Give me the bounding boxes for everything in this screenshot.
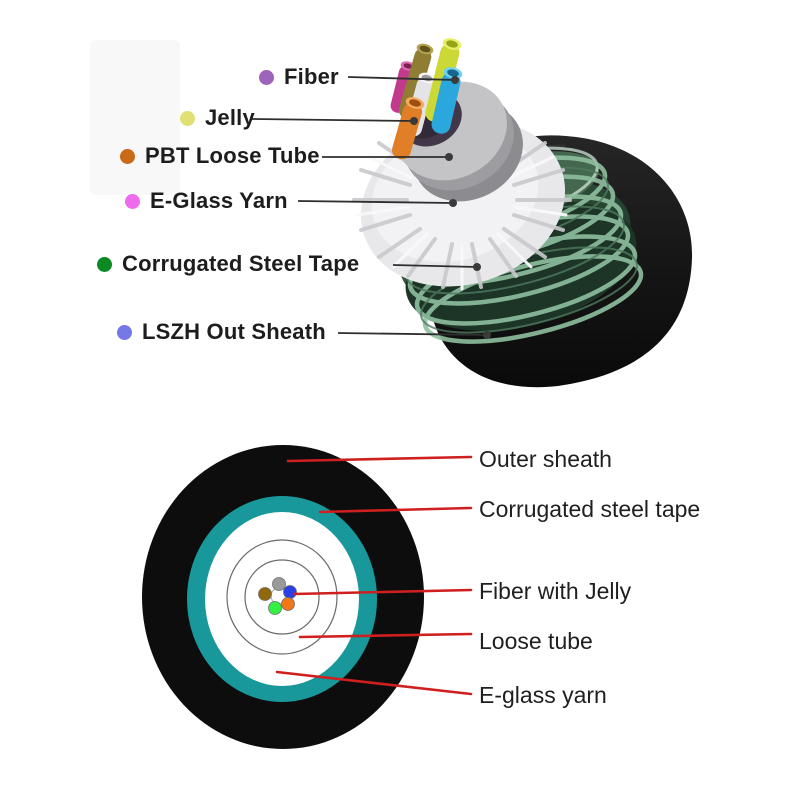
steel-tape-color-dot	[97, 256, 112, 272]
legend-label-pbt-loose-tube: PBT Loose Tube	[145, 143, 320, 168]
label-eglass-yarn: E-glass yarn	[479, 682, 607, 708]
label-loose-tube: Loose tube	[479, 628, 593, 654]
legend-item-jelly: Jelly	[180, 103, 255, 133]
legend-label-fiber: Fiber	[284, 64, 339, 89]
background-artifact	[90, 40, 180, 195]
legend-item-fiber: Fiber	[259, 62, 339, 92]
cross-section-diagram	[142, 445, 424, 749]
cross-fiber-dots	[258, 577, 297, 615]
cable-3d-illustration	[352, 38, 693, 388]
label-outer-sheath: Outer sheath	[479, 446, 612, 472]
lszh-sheath-color-dot	[117, 324, 132, 340]
legend-item-pbt-loose-tube: PBT Loose Tube	[120, 141, 320, 171]
cross-inner-circle	[244, 559, 320, 635]
top-leader-lines	[251, 76, 488, 336]
legend-label-corrugated-steel-tape: Corrugated Steel Tape	[122, 251, 360, 276]
bottom-leader-lines	[275, 455, 473, 696]
orange-fiber-tube	[392, 97, 425, 160]
label-fiber-with-jelly: Fiber with Jelly	[479, 578, 632, 604]
fiber-color-dot	[259, 69, 274, 85]
label-corrugated-steel-tape: Corrugated steel tape	[479, 496, 701, 522]
blue-fiber-tube	[431, 67, 463, 134]
cross-loose-tube-circle	[226, 539, 338, 655]
legend-item-eglass-yarn: E-Glass Yarn	[125, 186, 288, 216]
legend-item-corrugated-steel-tape: Corrugated Steel Tape	[97, 249, 359, 279]
top-leader-endpoints	[410, 76, 491, 339]
legend-label-jelly: Jelly	[205, 105, 255, 130]
legend-label-eglass-yarn: E-Glass Yarn	[150, 188, 288, 213]
cable-fiber-tubes	[390, 38, 463, 160]
eglass-yarn-color-dot	[125, 193, 140, 209]
pbt-loose-tube-color-dot	[120, 148, 135, 164]
legend-label-lszh-out-sheath: LSZH Out Sheath	[142, 319, 326, 344]
legend-item-lszh-out-sheath: LSZH Out Sheath	[117, 317, 326, 347]
jelly-color-dot	[180, 110, 195, 126]
